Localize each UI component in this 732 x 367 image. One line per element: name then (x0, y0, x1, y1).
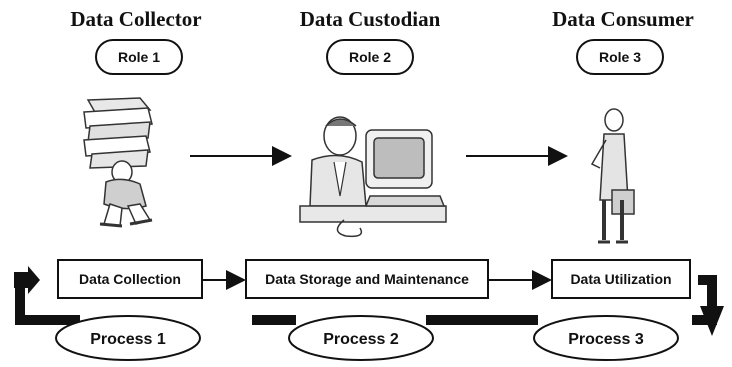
person-carrying-papers-illustration (83, 97, 153, 228)
cycle-arrowhead-left (28, 266, 40, 294)
process-3-ellipse (533, 315, 679, 361)
role-3-pill (576, 39, 664, 75)
process-1-label: Process 1 (90, 331, 166, 348)
role-1-pill (95, 39, 183, 75)
step-label-collection: Data Collection (79, 271, 181, 287)
person-standing-illustration (590, 108, 635, 244)
process-3-label: Process 3 (568, 331, 644, 348)
step-label-utilization: Data Utilization (570, 271, 671, 287)
cycle-loop-right (692, 275, 717, 325)
step-box-storage (245, 259, 489, 299)
cycle-left-tip (14, 272, 28, 288)
person-at-computer-illustration (299, 116, 447, 238)
role-1-title: Data Collector (70, 7, 201, 31)
role-2-pill (326, 39, 414, 75)
role-3-title: Data Consumer (552, 7, 694, 31)
role-2-label: Role 2 (349, 49, 391, 65)
role-2-title: Data Custodian (300, 7, 441, 31)
step-label-storage: Data Storage and Maintenance (265, 271, 469, 287)
cycle-arrowhead-right (700, 306, 724, 336)
process-2-label: Process 2 (323, 331, 399, 348)
role-3-label: Role 3 (599, 49, 641, 65)
role-1-label: Role 1 (118, 49, 160, 65)
process-2-ellipse (288, 315, 434, 361)
step-box-utilization (551, 259, 691, 299)
process-1-ellipse (55, 315, 201, 361)
cycle-loop-left (15, 280, 70, 325)
